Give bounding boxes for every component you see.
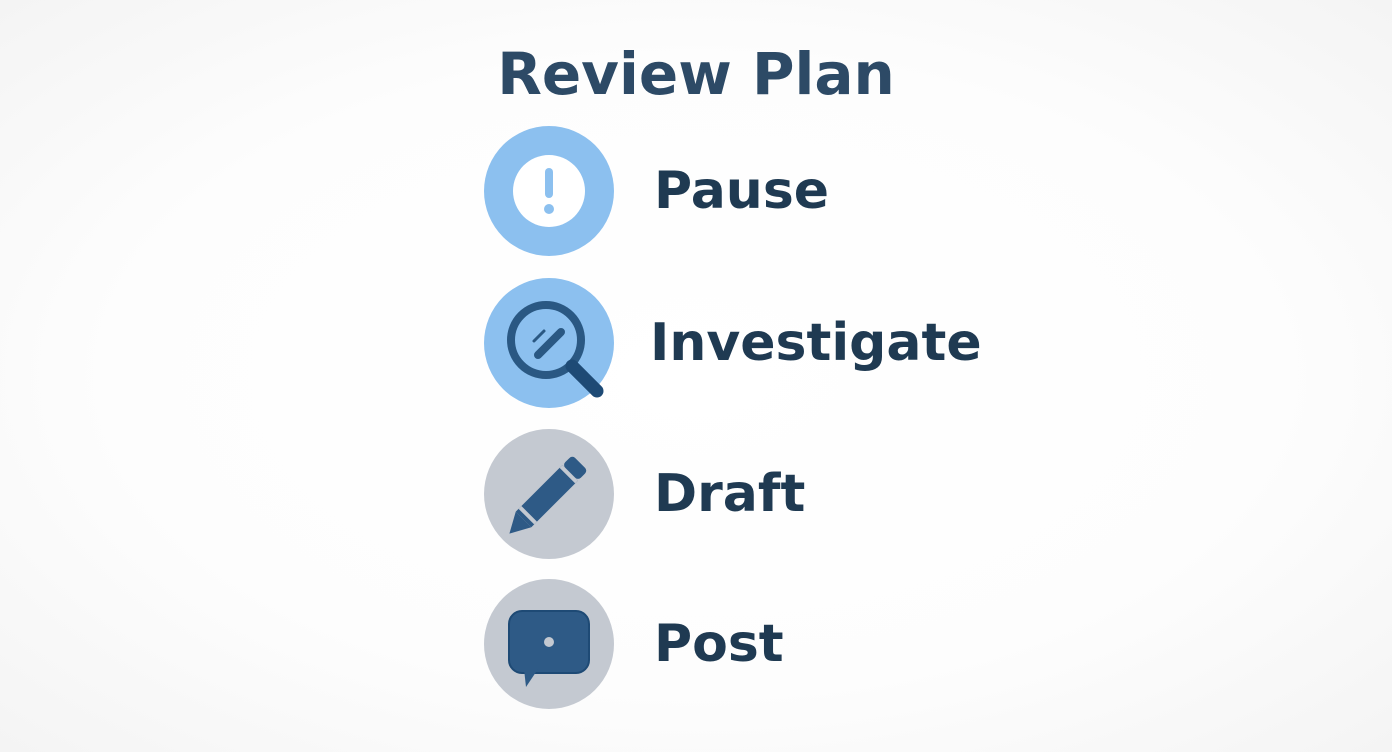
step-post-badge: [484, 579, 614, 709]
pencil-icon: [509, 456, 587, 534]
step-pause[interactable]: Pause: [484, 126, 829, 256]
step-label: Pause: [654, 161, 830, 221]
magnifier-icon: [507, 301, 604, 398]
step-label: Post: [654, 614, 784, 674]
alert-icon: [513, 155, 585, 227]
step-investigate[interactable]: Investigate: [484, 278, 982, 408]
step-draft[interactable]: Draft: [484, 429, 805, 559]
chat-bubble-icon: [508, 610, 590, 687]
step-label: Investigate: [650, 313, 982, 373]
step-post[interactable]: Post: [484, 579, 784, 709]
step-draft-badge: [484, 429, 614, 559]
page-title: Review Plan: [497, 40, 895, 108]
step-pause-badge: [484, 126, 614, 256]
step-investigate-badge: [484, 278, 614, 408]
step-label: Draft: [654, 464, 806, 524]
